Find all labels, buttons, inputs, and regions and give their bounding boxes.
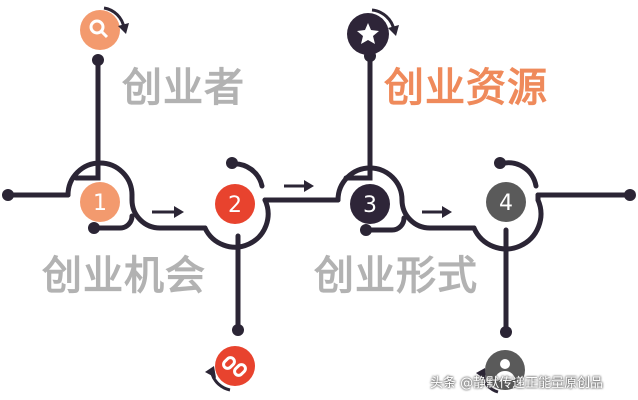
arrow-icon <box>422 206 452 218</box>
link-icon-badge <box>205 346 255 392</box>
search-icon <box>89 19 109 39</box>
step-number-2: 2 <box>228 193 242 218</box>
step-number-4: 4 <box>499 191 513 216</box>
user-icon <box>495 359 515 380</box>
star-icon-badge <box>347 8 399 55</box>
step-circle-3: 3 <box>350 184 390 224</box>
label-entrepreneur: 创业者 <box>122 65 245 111</box>
arrow-icon <box>284 180 314 192</box>
link-icon <box>222 356 247 377</box>
step-circle-2: 2 <box>215 184 255 224</box>
user-icon-badge <box>476 350 525 394</box>
watermark: 头条 @静默传递正能量原创品 <box>430 376 604 391</box>
step-circle-4: 4 <box>486 182 526 222</box>
step-circle-1: 1 <box>80 182 120 222</box>
main-track <box>5 160 631 252</box>
arrow-icon <box>152 206 184 218</box>
label-opportunity: 创业机会 <box>42 253 206 299</box>
track-dots <box>2 50 636 338</box>
label-resources: 创业资源 <box>384 65 548 111</box>
search-icon-badge <box>80 6 129 50</box>
step-number-1: 1 <box>93 191 107 216</box>
step-number-3: 3 <box>363 193 377 218</box>
star-icon <box>357 23 379 44</box>
label-form: 创业形式 <box>314 253 478 299</box>
flow-arrows <box>152 180 452 218</box>
